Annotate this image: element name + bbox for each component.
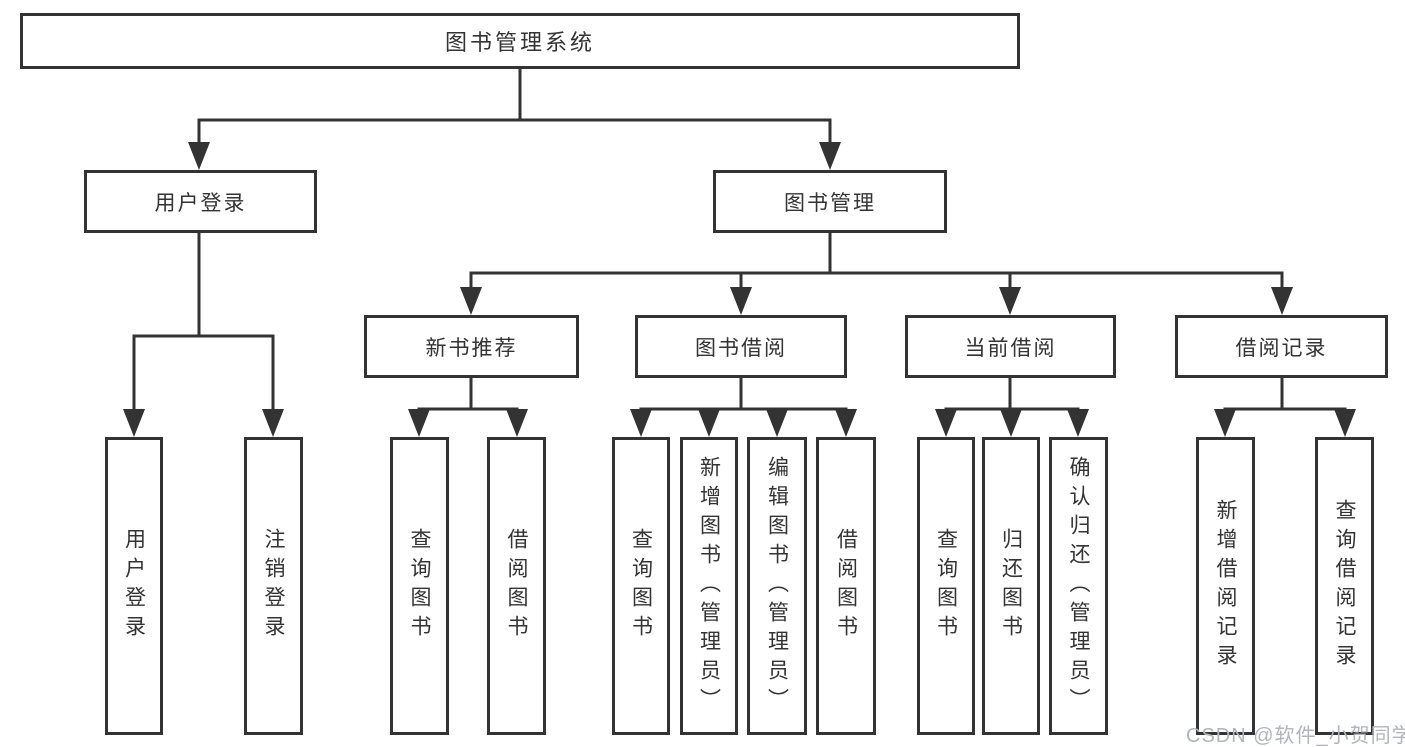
arrowhead <box>630 409 652 437</box>
leaf-query-books-recommend: 查询图书 <box>390 437 449 735</box>
arrowhead <box>819 142 841 170</box>
arrowhead <box>1214 409 1236 437</box>
leaf-add-book-admin: 新增图书（管理员） <box>680 437 738 735</box>
connector-root-to-level2 <box>197 68 832 148</box>
arrowhead <box>1271 287 1293 315</box>
arrowhead <box>835 409 857 437</box>
node-current-borrow: 当前借阅 <box>905 315 1116 378</box>
arrowhead <box>123 409 145 437</box>
leaf-borrow-books: 借阅图书 <box>816 437 876 735</box>
arrowhead <box>506 409 528 437</box>
leaf-query-books-borrow: 查询图书 <box>612 437 670 735</box>
node-new-book-recommend: 新书推荐 <box>364 315 579 378</box>
arrowhead <box>262 409 284 437</box>
arrowhead <box>408 409 430 437</box>
node-book-management: 图书管理 <box>713 170 947 233</box>
arrowhead <box>188 142 210 170</box>
leaf-user-login: 用户登录 <box>105 437 163 735</box>
arrowhead <box>698 409 720 437</box>
leaf-confirm-return-admin: 确认归还（管理员） <box>1049 437 1108 735</box>
arrowhead <box>1067 409 1089 437</box>
node-user-login: 用户登录 <box>84 170 317 233</box>
connector-book-management-group <box>469 233 1284 292</box>
leaf-add-borrow-record: 新增借阅记录 <box>1196 437 1255 735</box>
connector-user-login-group <box>132 233 275 412</box>
node-root: 图书管理系统 <box>20 13 1020 69</box>
connector-new-book-group <box>417 378 519 414</box>
leaf-return-book: 归还图书 <box>982 437 1040 735</box>
watermark: CSDN @软件_小贺同学 <box>1186 725 1405 747</box>
node-borrow-records: 借阅记录 <box>1175 315 1388 378</box>
connector-current-borrow-group <box>944 378 1080 414</box>
connector-book-borrow-group <box>639 378 848 414</box>
connector-borrow-records-group <box>1223 378 1347 414</box>
leaf-borrow-books-recommend: 借阅图书 <box>487 437 546 735</box>
leaf-logout: 注销登录 <box>244 437 303 735</box>
arrowhead <box>1000 409 1022 437</box>
arrowhead <box>730 287 752 315</box>
leaf-query-borrow-record: 查询借阅记录 <box>1315 437 1374 735</box>
arrowhead <box>1334 409 1356 437</box>
leaf-query-books-current: 查询图书 <box>917 437 975 735</box>
leaf-edit-book-admin: 编辑图书（管理员） <box>747 437 807 735</box>
arrowhead <box>935 409 957 437</box>
arrowhead <box>766 409 788 437</box>
node-book-borrow: 图书借阅 <box>635 315 847 378</box>
arrowhead <box>460 287 482 315</box>
arrowhead <box>999 287 1021 315</box>
